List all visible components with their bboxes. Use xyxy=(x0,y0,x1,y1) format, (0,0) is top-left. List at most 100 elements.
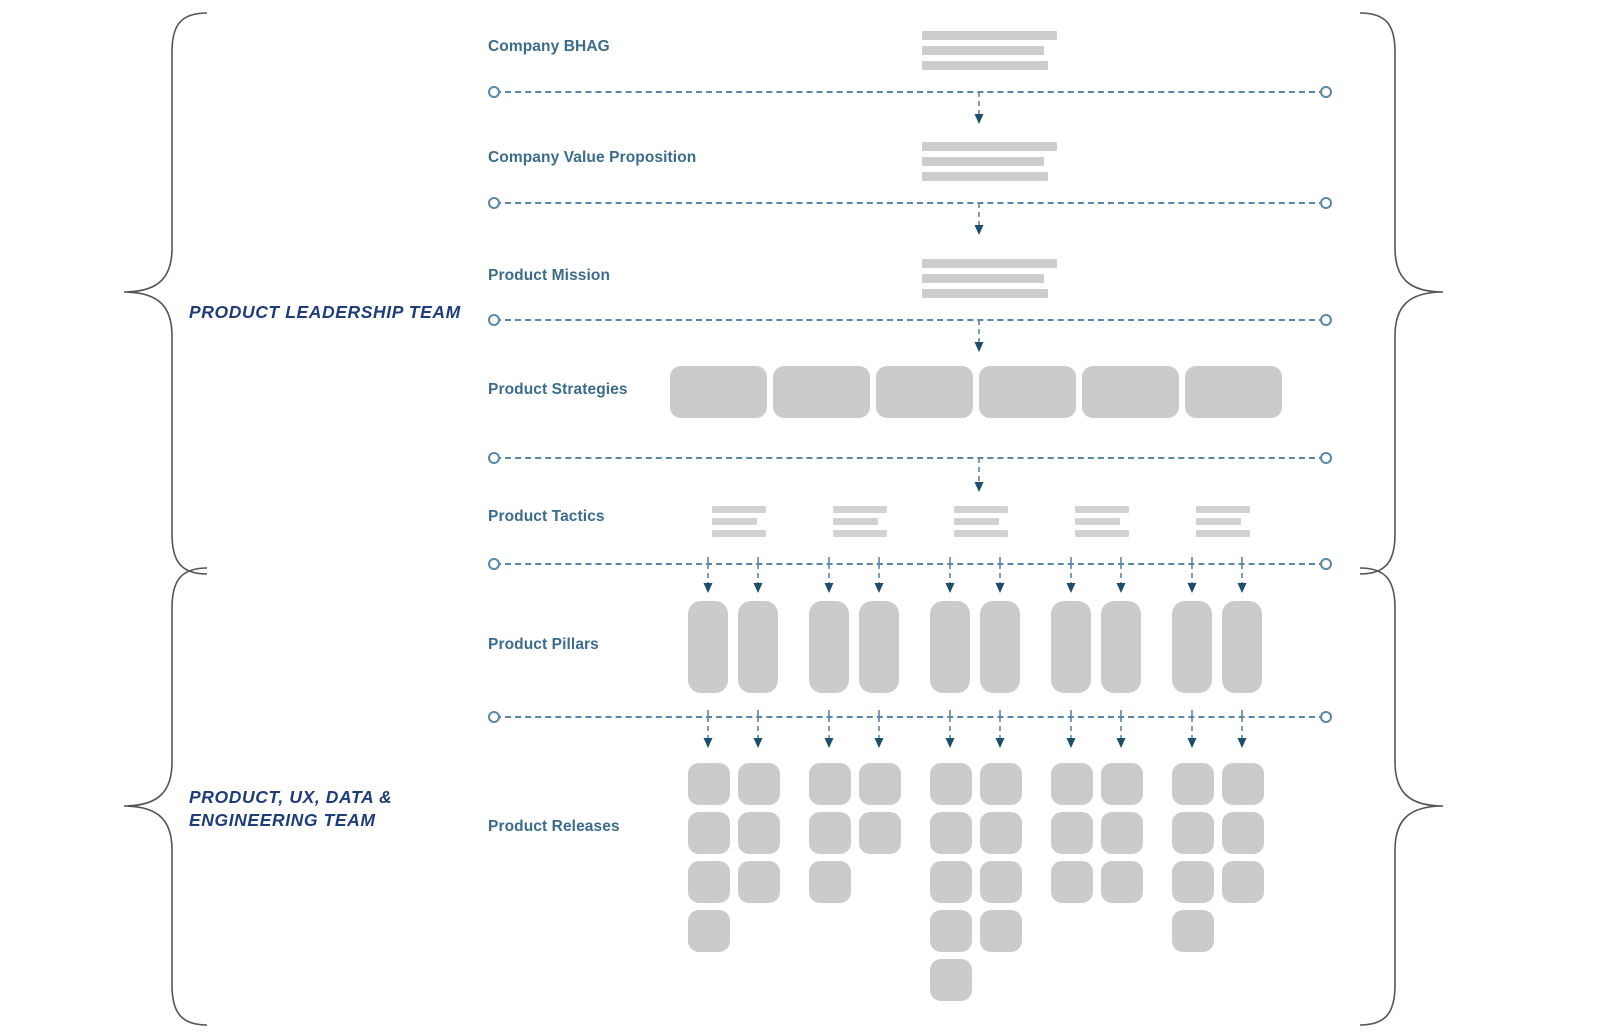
separator-line-6 xyxy=(495,716,1325,718)
tactic-group-3[interactable] xyxy=(954,506,1008,537)
release-box-g3-c2-r4[interactable] xyxy=(980,910,1022,952)
release-box-g5-c2-r2[interactable] xyxy=(1222,812,1264,854)
release-box-g3-c1-r1[interactable] xyxy=(930,763,972,805)
release-box-g3-c1-r3[interactable] xyxy=(930,861,972,903)
separator-knob-right-1 xyxy=(1320,86,1332,98)
row-label-product-releases: Product Releases xyxy=(488,818,620,835)
arrow-tactic2-to-pillar-c1-head xyxy=(824,583,834,593)
release-box-g1-c2-r1[interactable] xyxy=(738,763,780,805)
release-box-g1-c1-r4[interactable] xyxy=(688,910,730,952)
tactic-4-line-1 xyxy=(1075,506,1129,513)
mission-bar-line-2 xyxy=(922,274,1044,283)
pillar-box-g1-c2[interactable] xyxy=(738,601,778,693)
release-box-g3-c1-r4[interactable] xyxy=(930,910,972,952)
arrow-tactic3-to-pillar-c1-head xyxy=(945,583,955,593)
arrow-tactic5-to-pillar-c2-head xyxy=(1237,583,1247,593)
team-label-product-ux-data-engineering: PRODUCT, UX, DATA & ENGINEERING TEAM xyxy=(189,787,393,831)
release-box-g1-c2-r3[interactable] xyxy=(738,861,780,903)
release-box-g3-c2-r1[interactable] xyxy=(980,763,1022,805)
release-box-g3-c2-r2[interactable] xyxy=(980,812,1022,854)
release-box-g5-c2-r1[interactable] xyxy=(1222,763,1264,805)
release-box-g2-c2-r2[interactable] xyxy=(859,812,901,854)
strategy-box-6[interactable] xyxy=(1185,366,1282,418)
arrow-strategies-to-tactics-head xyxy=(974,482,984,492)
content-bars-company-bhag xyxy=(922,31,1057,70)
release-box-g1-c1-r1[interactable] xyxy=(688,763,730,805)
pillar-box-g2-c1[interactable] xyxy=(809,601,849,693)
pillar-box-g1-c1[interactable] xyxy=(688,601,728,693)
arrow-mission-to-strategies-head xyxy=(974,342,984,352)
strategy-box-5[interactable] xyxy=(1082,366,1179,418)
arrow-pillar1-c1-to-release-head xyxy=(703,738,713,748)
tactic-group-2[interactable] xyxy=(833,506,887,537)
release-box-g2-c2-r1[interactable] xyxy=(859,763,901,805)
release-box-g2-c1-r1[interactable] xyxy=(809,763,851,805)
release-box-g3-c2-r3[interactable] xyxy=(980,861,1022,903)
bhag-bar-line-2 xyxy=(922,46,1044,55)
release-box-g2-c1-r2[interactable] xyxy=(809,812,851,854)
release-box-g4-c2-r2[interactable] xyxy=(1101,812,1143,854)
arrow-pillar4-c2-to-release-head xyxy=(1116,738,1126,748)
separator-knob-left-1 xyxy=(488,86,500,98)
release-box-g5-c1-r2[interactable] xyxy=(1172,812,1214,854)
separator-knob-left-3 xyxy=(488,314,500,326)
arrow-pillar5-c1-to-release-head xyxy=(1187,738,1197,748)
strategy-box-4[interactable] xyxy=(979,366,1076,418)
row-label-company-value-proposition: Company Value Proposition xyxy=(488,149,697,166)
separator-product-tactics xyxy=(488,557,1332,571)
tactic-2-line-3 xyxy=(833,530,887,537)
release-box-g5-c1-r1[interactable] xyxy=(1172,763,1214,805)
separator-line-2 xyxy=(495,202,1325,204)
arrow-tactic3-to-pillar-c2-head xyxy=(995,583,1005,593)
arrow-pillar4-c1-to-release-head xyxy=(1066,738,1076,748)
pillar-box-g2-c2[interactable] xyxy=(859,601,899,693)
separator-company-bhag xyxy=(488,85,1332,99)
strategy-box-2[interactable] xyxy=(773,366,870,418)
release-box-g1-c1-r3[interactable] xyxy=(688,861,730,903)
separator-line-5 xyxy=(495,563,1325,565)
pillar-box-g3-c1[interactable] xyxy=(930,601,970,693)
tactic-group-4[interactable] xyxy=(1075,506,1129,537)
bracket-left-top xyxy=(123,12,208,575)
release-box-g4-c2-r1[interactable] xyxy=(1101,763,1143,805)
separator-product-mission xyxy=(488,313,1332,327)
pillar-box-g4-c2[interactable] xyxy=(1101,601,1141,693)
tactic-5-line-1 xyxy=(1196,506,1250,513)
release-box-g5-c2-r3[interactable] xyxy=(1222,861,1264,903)
separator-knob-left-5 xyxy=(488,558,500,570)
team-label-product-leadership: PRODUCT LEADERSHIP TEAM xyxy=(189,302,461,322)
tactic-2-line-1 xyxy=(833,506,887,513)
arrow-pillar3-c1-to-release-head xyxy=(945,738,955,748)
release-box-g4-c1-r1[interactable] xyxy=(1051,763,1093,805)
release-box-g5-c1-r3[interactable] xyxy=(1172,861,1214,903)
tactic-1-line-2 xyxy=(712,518,757,525)
separator-line-1 xyxy=(495,91,1325,93)
release-box-g2-c1-r3[interactable] xyxy=(809,861,851,903)
release-box-g1-c1-r2[interactable] xyxy=(688,812,730,854)
strategy-box-1[interactable] xyxy=(670,366,767,418)
arrow-tactic4-to-pillar-c1-head xyxy=(1066,583,1076,593)
arrow-tactic5-to-pillar-c1-head xyxy=(1187,583,1197,593)
row-label-product-pillars: Product Pillars xyxy=(488,636,599,653)
release-box-g3-c1-r5[interactable] xyxy=(930,959,972,1001)
tactic-group-1[interactable] xyxy=(712,506,766,537)
tactic-5-line-3 xyxy=(1196,530,1250,537)
separator-knob-left-2 xyxy=(488,197,500,209)
release-box-g4-c2-r3[interactable] xyxy=(1101,861,1143,903)
content-bars-product-mission xyxy=(922,259,1057,298)
release-box-g4-c1-r2[interactable] xyxy=(1051,812,1093,854)
arrow-tactic1-to-pillar-c1-head xyxy=(703,583,713,593)
tactic-group-5[interactable] xyxy=(1196,506,1250,537)
arrow-pillar3-c2-to-release-head xyxy=(995,738,1005,748)
pillar-box-g4-c1[interactable] xyxy=(1051,601,1091,693)
strategy-box-3[interactable] xyxy=(876,366,973,418)
release-box-g3-c1-r2[interactable] xyxy=(930,812,972,854)
release-box-g1-c2-r2[interactable] xyxy=(738,812,780,854)
release-box-g4-c1-r3[interactable] xyxy=(1051,861,1093,903)
pillar-box-g3-c2[interactable] xyxy=(980,601,1020,693)
pillar-box-g5-c2[interactable] xyxy=(1222,601,1262,693)
release-box-g5-c1-r4[interactable] xyxy=(1172,910,1214,952)
pillar-box-g5-c1[interactable] xyxy=(1172,601,1212,693)
mission-bar-line-3 xyxy=(922,289,1048,298)
